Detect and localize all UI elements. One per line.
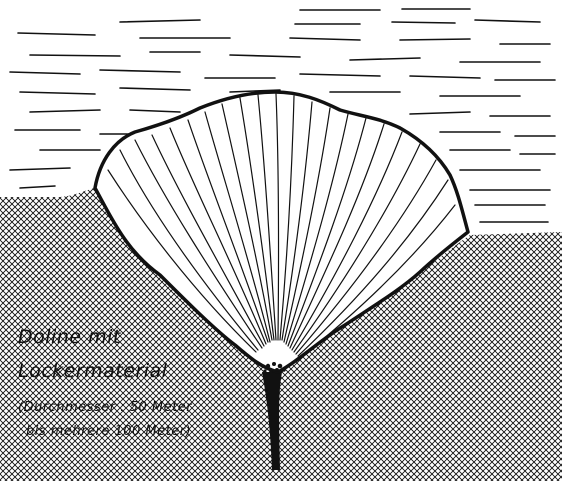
diagram-label-line2: Lockermaterial — [18, 360, 167, 382]
diagram-label-line1: Doline mit — [18, 326, 121, 348]
diameter-note-line1: (Durchmesser : 50 Meter — [18, 400, 192, 415]
diameter-note-line2: bis mehrere 100 Meter) — [26, 424, 191, 439]
